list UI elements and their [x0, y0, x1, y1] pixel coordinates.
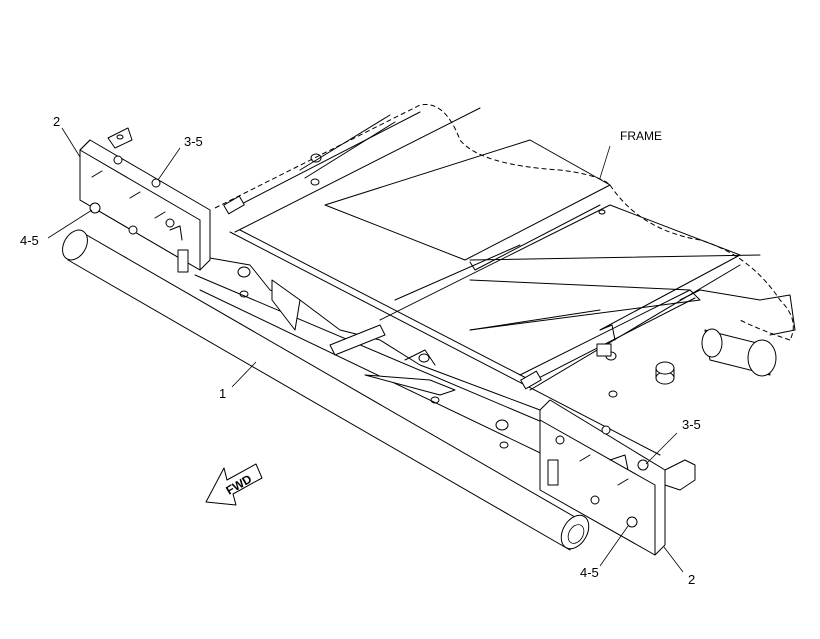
callout-bolt-lower-left: 4-5: [20, 233, 39, 248]
right-mount-plate: [539, 399, 696, 556]
frame-label: FRAME: [620, 129, 662, 143]
callout-plate-right: 2: [688, 572, 695, 587]
callout-bolt-upper-right: 3-5: [682, 417, 701, 432]
left-mount-plate: [79, 127, 211, 273]
rear-shaft: [679, 289, 796, 377]
front-tube: [62, 229, 590, 551]
frame-body: [194, 107, 761, 461]
forward-arrow: FWD: [205, 463, 263, 506]
callout-bolt-lower-right: 4-5: [580, 565, 599, 580]
callout-plate-left: 2: [53, 114, 60, 129]
callout-bolt-upper-left: 3-5: [184, 134, 203, 149]
right-bolt-group: [555, 425, 649, 528]
left-bolt-group: [89, 155, 175, 235]
callout-tube: 1: [219, 386, 226, 401]
frame-outline: [214, 103, 794, 341]
leader-lines: [47, 127, 684, 573]
